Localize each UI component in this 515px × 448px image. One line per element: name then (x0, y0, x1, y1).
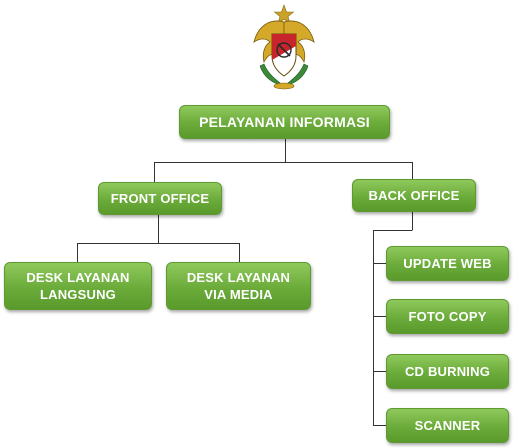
node-foto-copy: FOTO COPY (386, 299, 509, 334)
node-cd-burning: CD BURNING (386, 354, 509, 389)
node-desk-layanan-via-media: DESK LAYANAN VIA MEDIA (166, 262, 311, 310)
node-update-web: UPDATE WEB (386, 246, 509, 281)
emblem-star-icon (273, 4, 295, 25)
node-front-office: FRONT OFFICE (98, 182, 222, 215)
emblem-shield-icon (271, 33, 297, 77)
emblem-leaf-wreath-icon (259, 63, 309, 90)
node-pelayanan-informasi: PELAYANAN INFORMASI (179, 105, 390, 139)
node-scanner: SCANNER (386, 408, 509, 443)
node-back-office: BACK OFFICE (352, 179, 476, 212)
emblem-logo (253, 4, 315, 90)
node-desk-layanan-langsung: DESK LAYANAN LANGSUNG (4, 262, 152, 310)
